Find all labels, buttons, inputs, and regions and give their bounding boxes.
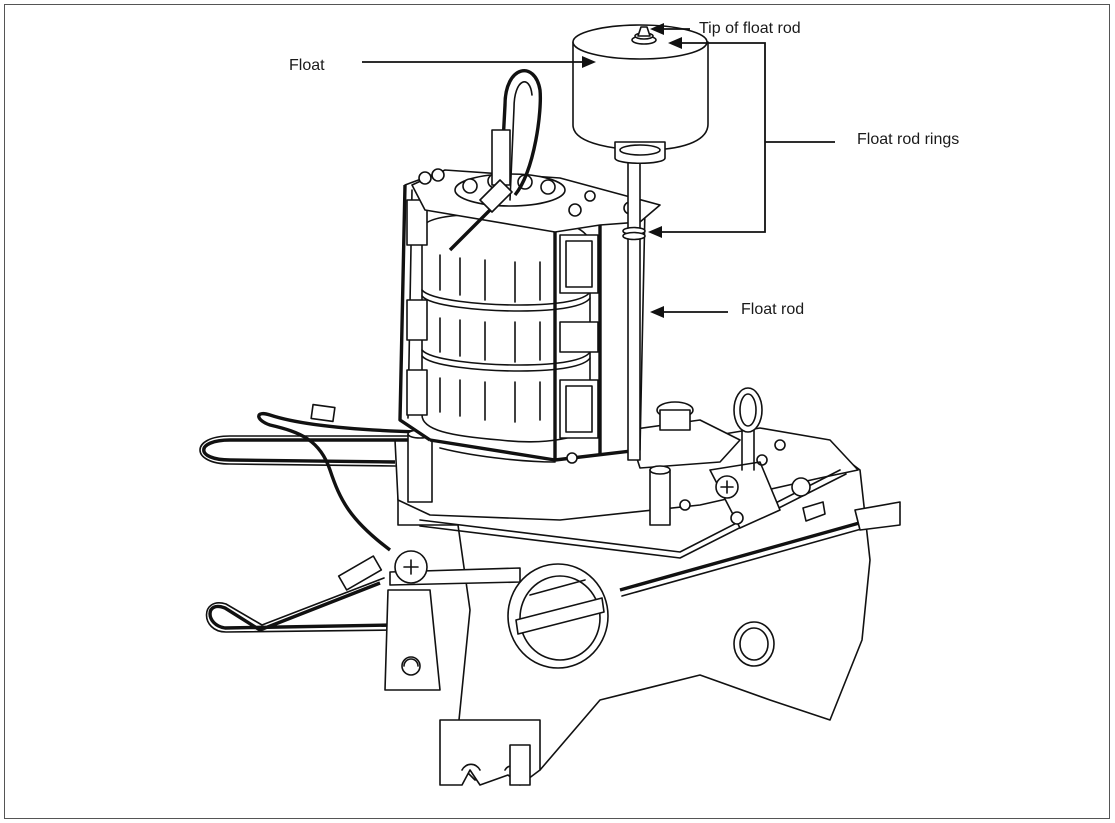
adjuster-knob bbox=[507, 563, 609, 669]
right-bracket bbox=[619, 387, 901, 667]
callout-float-rod-rings: Float rod rings bbox=[857, 131, 960, 148]
leader-lines bbox=[362, 23, 835, 318]
float bbox=[572, 24, 709, 165]
figure-frame bbox=[4, 4, 1110, 819]
wire-harness bbox=[199, 403, 471, 633]
coil-stack bbox=[398, 171, 646, 464]
float-rod bbox=[622, 161, 646, 461]
top-wire-loop bbox=[448, 69, 543, 252]
callout-tip-of-float-rod: Tip of float rod bbox=[699, 20, 801, 37]
left-terminal bbox=[384, 550, 521, 691]
callout-float-rod: Float rod bbox=[741, 301, 805, 318]
callout-float: Float bbox=[289, 57, 325, 74]
